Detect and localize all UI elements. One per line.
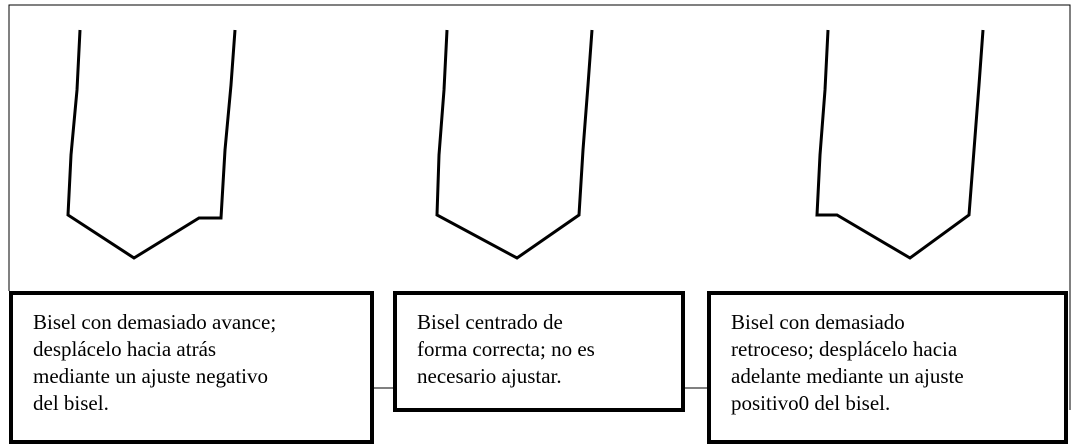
caption-forward-bevel: Bisel con demasiado avance; desplácelo h…: [9, 291, 374, 444]
lens-profile-forward: [66, 29, 237, 260]
caption-centered-bevel: Bisel centrado de forma correcta; no es …: [393, 291, 685, 412]
outer-frame: [8, 4, 1071, 410]
lens-profile-centered: [435, 29, 594, 260]
caption-backward-bevel: Bisel con demasiado retroceso; desplácel…: [707, 291, 1068, 444]
lens-profile-backward: [815, 29, 985, 260]
